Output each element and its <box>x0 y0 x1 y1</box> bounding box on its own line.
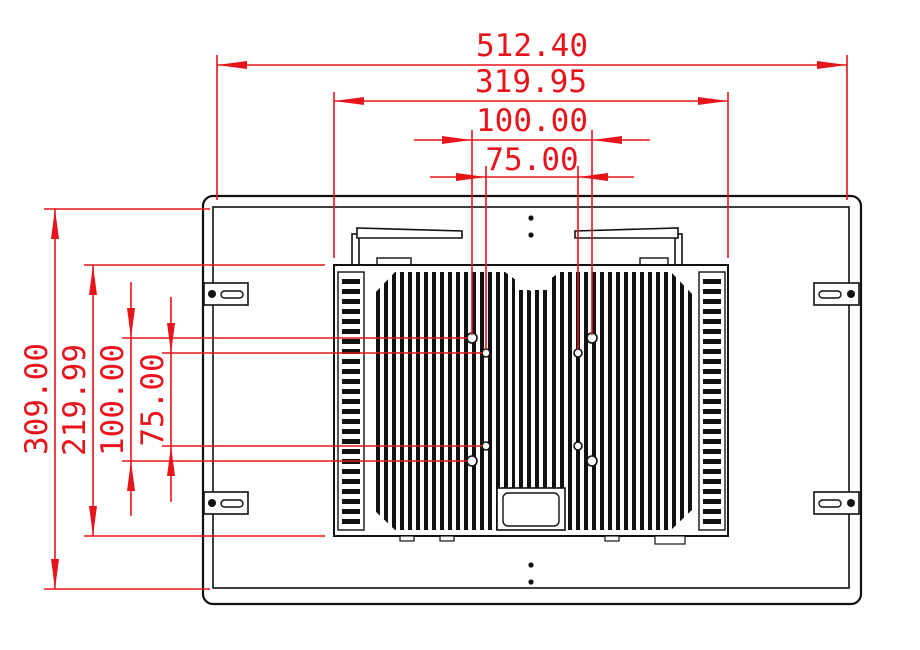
dimension-vesa-75-horizontal: 75.00 <box>430 142 634 350</box>
heatsink-side-fins <box>342 279 721 524</box>
dim-label-vesa-100-v: 100.00 <box>95 344 131 456</box>
dimension-heatsink-width: 319.95 <box>333 64 729 258</box>
dimension-vesa-100-vertical: 100.00 <box>95 282 468 516</box>
dim-label-heatsink-height: 219.99 <box>57 344 93 456</box>
dim-label-heatsink-width: 319.95 <box>475 64 587 100</box>
monitor-housing <box>201 194 863 606</box>
mounting-bracket-top-left <box>203 282 249 306</box>
dim-label-vesa-100-h: 100.00 <box>476 103 588 139</box>
dimension-heatsink-height: 219.99 <box>57 264 325 537</box>
mounting-bracket-bottom-right <box>813 491 860 515</box>
dimension-vesa-75-vertical: 75.00 <box>135 297 482 502</box>
antenna-left <box>351 227 463 268</box>
dim-label-overall-width: 512.40 <box>476 28 588 64</box>
heatsink <box>333 264 729 545</box>
dim-label-overall-height: 309.00 <box>19 343 55 455</box>
mounting-bracket-top-right <box>813 282 860 306</box>
mounting-bracket-bottom-left <box>203 491 249 515</box>
dimension-overall-height: 309.00 <box>19 208 210 590</box>
dimension-overall-width: 512.40 <box>216 28 848 200</box>
dimension-vesa-100-horizontal: 100.00 <box>414 103 650 335</box>
dim-label-vesa-75-h: 75.00 <box>485 142 578 178</box>
center-marker-dots <box>528 215 534 585</box>
antenna-right <box>574 227 683 268</box>
dim-label-vesa-75-v: 75.00 <box>135 353 171 446</box>
